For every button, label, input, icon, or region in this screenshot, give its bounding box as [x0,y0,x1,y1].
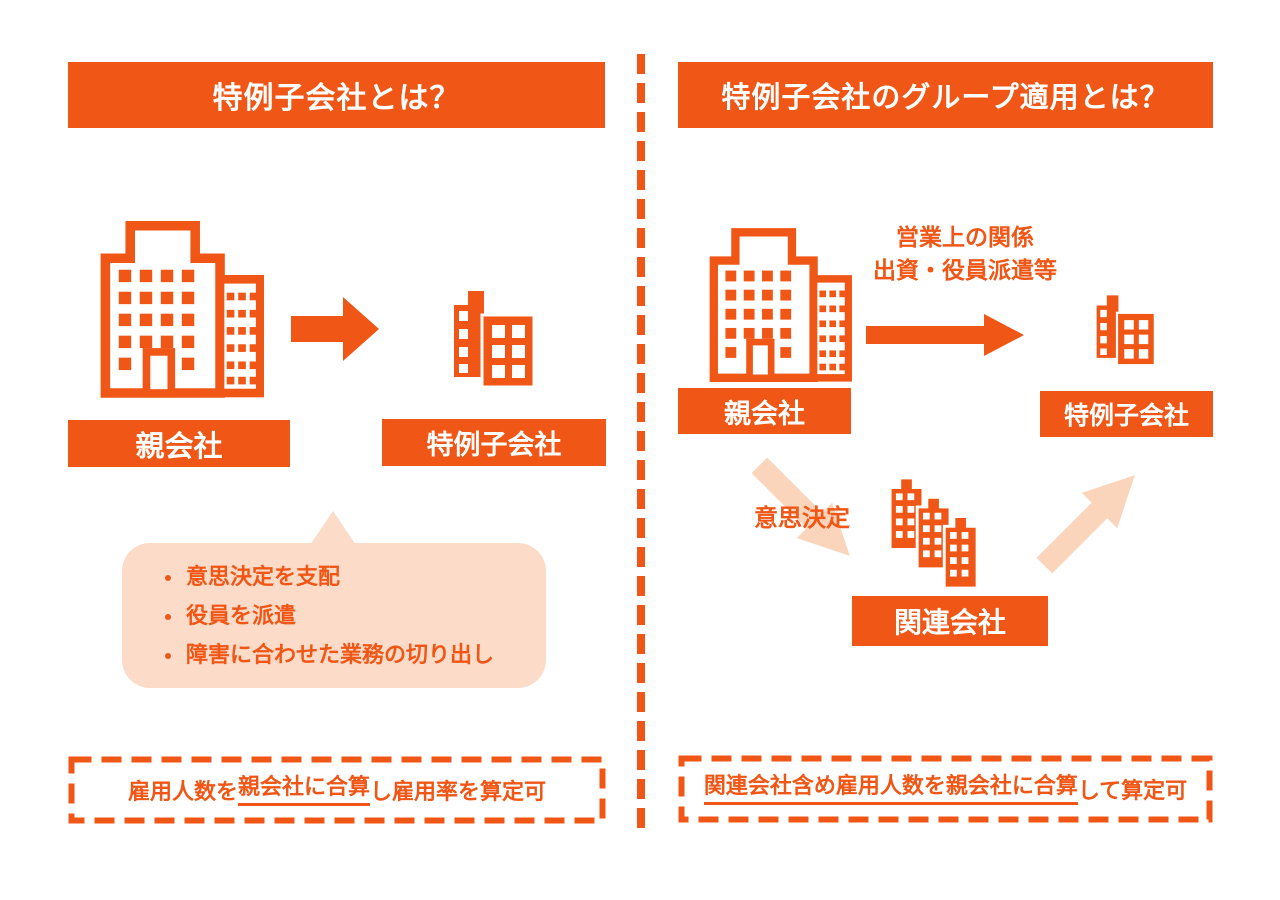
decision-caption: 意思決定 [754,504,850,532]
subsidiary-buildings-icon [454,291,536,389]
bubble-tail [310,511,356,545]
related-companies-icon [888,476,979,590]
relation-caption-line2: 出資・役員派遣等 [873,258,1057,284]
arrow-right-icon [291,297,379,361]
vertical-dashed-divider [637,54,645,834]
bubble-item: 意思決定を支配 [184,558,536,597]
bubble-item: 障害に合わせた業務の切り出し [184,636,536,675]
dashed-border [678,755,1213,823]
left-footer-text: 雇用人数を親会社に合算し雇用率を算定可 [127,775,547,806]
right-footer-note: 関連会社含め雇用人数を親会社に合算して算定可 [678,755,1213,823]
arrow-down-right-icon [740,446,872,578]
left-subsidiary-label: 特例子会社 [382,419,606,466]
parent-company-building-icon [709,228,852,382]
relation-caption-line1: 営業上の関係 [896,225,1034,251]
dashed-border [68,756,606,824]
left-parent-company-label: 親会社 [68,420,290,467]
left-panel-title: 特例子会社とは？ [68,62,605,128]
arrow-up-right-icon [1025,453,1157,585]
related-company-label: 関連会社 [852,596,1048,646]
parent-company-building-icon [100,221,264,398]
explanation-bubble: 意思決定を支配 役員を派遣 障害に合わせた業務の切り出し [122,511,546,688]
right-parent-company-label: 親会社 [678,388,851,434]
right-subsidiary-label: 特例子会社 [1040,391,1213,437]
subsidiary-buildings-icon [1096,295,1156,367]
left-footer-note: 雇用人数を親会社に合算し雇用率を算定可 [68,756,606,824]
arrow-right-icon [866,314,1024,356]
right-panel-title: 特例子会社のグループ適用とは？ [678,62,1213,128]
bubble-bullet-list: 意思決定を支配 役員を派遣 障害に合わせた業務の切り出し [122,543,546,675]
right-footer-text: 関連会社含め雇用人数を親会社に合算して算定可 [703,774,1188,805]
relation-caption: 営業上の関係 出資・役員派遣等 [858,222,1072,288]
bubble-item: 役員を派遣 [184,597,536,636]
